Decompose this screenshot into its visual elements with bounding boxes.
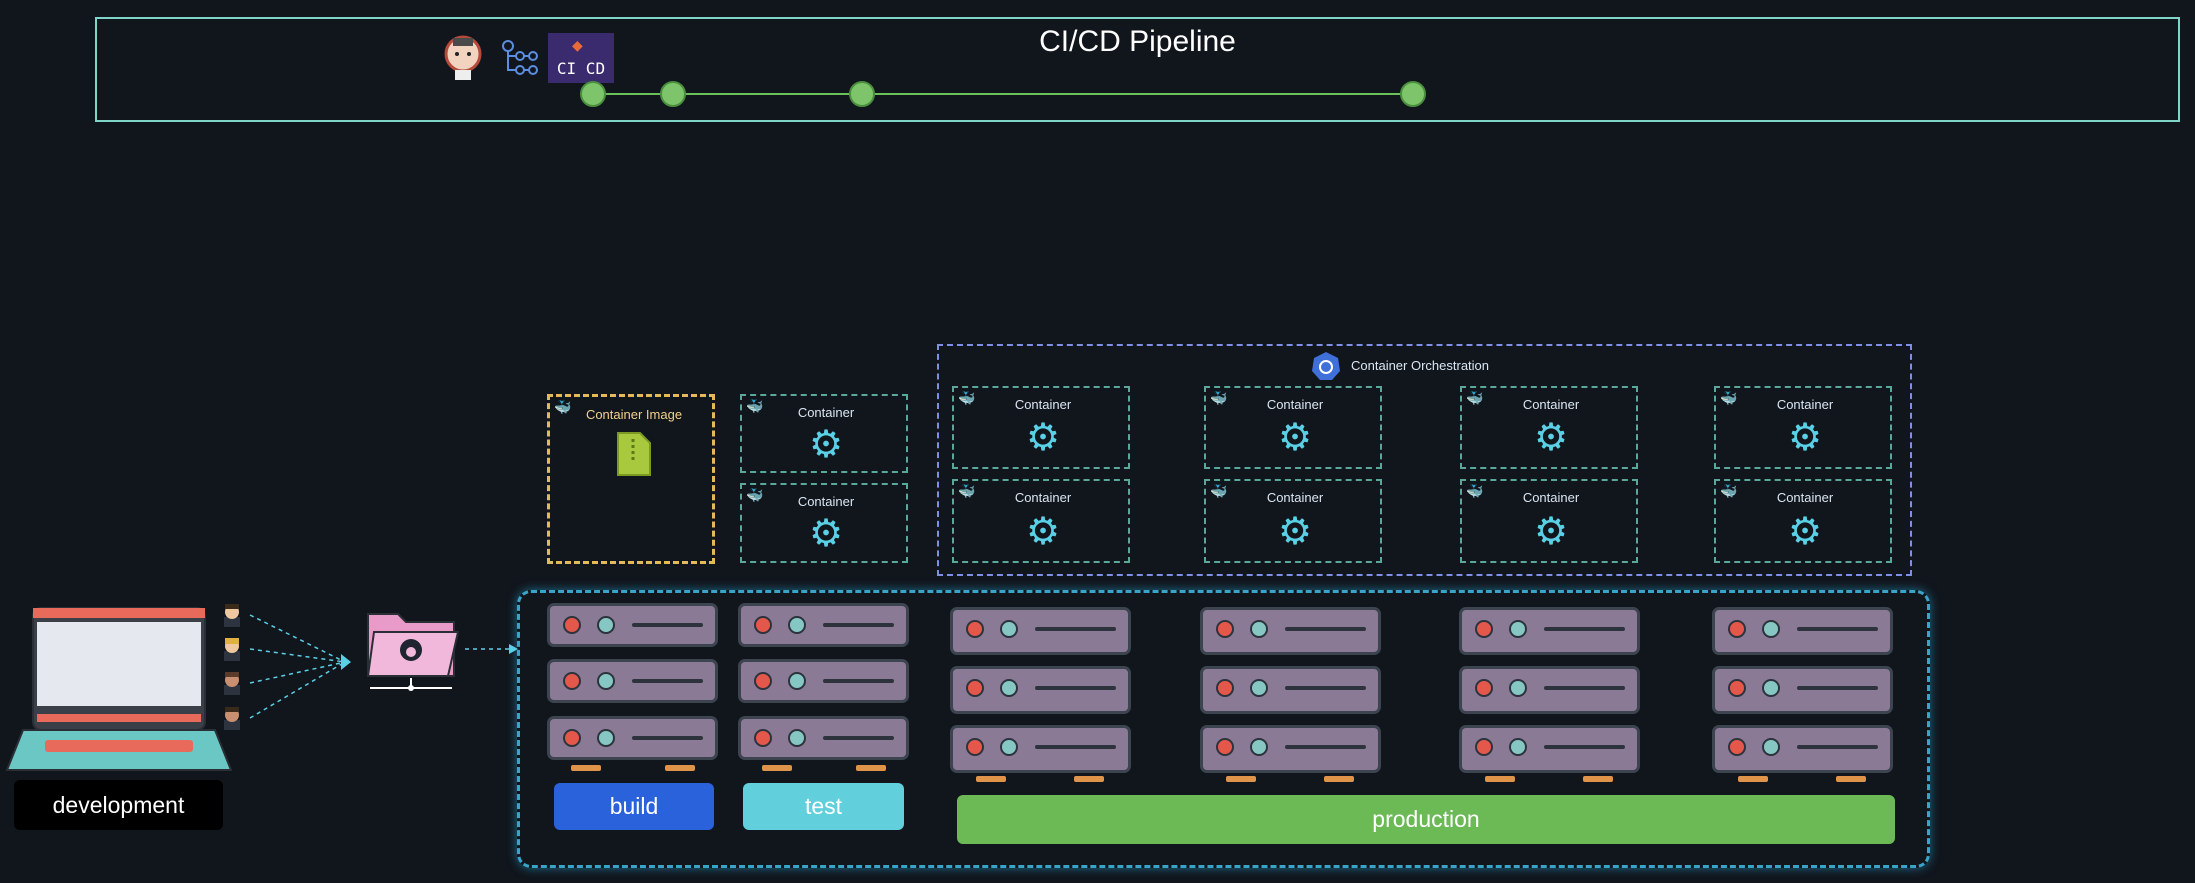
container-box: 🐳 Container ⚙	[952, 479, 1130, 563]
development-label: development	[14, 780, 223, 830]
container-box: 🐳 Container ⚙	[1204, 479, 1382, 563]
laptop-icon	[5, 604, 233, 772]
container-box: 🐳 Container ⚙	[740, 483, 908, 563]
gear-icon: ⚙	[808, 513, 844, 555]
server-unit	[547, 603, 718, 647]
gear-icon: ⚙	[808, 424, 844, 466]
container-image-title: Container Image	[585, 407, 683, 422]
server-unit	[1200, 607, 1381, 655]
gear-icon: ⚙	[1787, 417, 1823, 459]
container-title: Container	[1266, 397, 1324, 412]
production-server-rack	[1200, 607, 1381, 787]
build-stage-label[interactable]: build	[554, 783, 714, 830]
server-unit	[1459, 666, 1640, 714]
jenkins-icon	[443, 32, 483, 82]
docker-whale-icon: 🐳	[746, 487, 764, 503]
gear-icon: ⚙	[1277, 511, 1313, 553]
container-title: Container	[1522, 490, 1580, 505]
gear-icon: ⚙	[1787, 511, 1823, 553]
build-server-rack	[547, 603, 718, 773]
git-folder-icon	[364, 606, 462, 692]
production-stage-label[interactable]: production	[957, 795, 1895, 844]
docker-whale-icon: 🐳	[746, 398, 764, 414]
docker-whale-icon: 🐳	[958, 390, 976, 406]
server-unit	[950, 725, 1131, 773]
production-server-rack	[1459, 607, 1640, 787]
kubernetes-icon	[1311, 351, 1341, 381]
container-orchestration-box	[937, 344, 1912, 576]
test-stage-label[interactable]: test	[743, 783, 904, 830]
docker-whale-icon: 🐳	[554, 399, 572, 415]
container-title: Container	[797, 494, 855, 509]
container-title: Container	[1776, 397, 1834, 412]
pipeline-track	[594, 93, 1414, 95]
container-box: 🐳 Container ⚙	[740, 394, 908, 473]
docker-whale-icon: 🐳	[1466, 483, 1484, 499]
server-unit	[738, 716, 909, 760]
container-box: 🐳 Container ⚙	[1460, 386, 1638, 469]
gear-icon: ⚙	[1025, 511, 1061, 553]
pipeline-stage-node[interactable]	[1400, 81, 1426, 107]
server-unit	[1200, 725, 1381, 773]
cicd-badge-icon: ◆ CI CD	[548, 33, 614, 83]
docker-whale-icon: 🐳	[1720, 390, 1738, 406]
gear-icon: ⚙	[1277, 417, 1313, 459]
server-unit	[738, 659, 909, 703]
container-box: 🐳 Container ⚙	[1714, 479, 1892, 563]
cicd-badge-label: CI CD	[556, 59, 606, 78]
server-unit	[547, 716, 718, 760]
production-server-rack	[1712, 607, 1893, 787]
pipeline-stage-node[interactable]	[849, 81, 875, 107]
container-box: 🐳 Container ⚙	[952, 386, 1130, 469]
container-title: Container	[1266, 490, 1324, 505]
pipeline-panel	[95, 17, 2180, 122]
docker-whale-icon: 🐳	[1210, 483, 1228, 499]
gear-icon: ⚙	[1533, 417, 1569, 459]
container-box: 🐳 Container ⚙	[1460, 479, 1638, 563]
server-infrastructure-frame	[517, 590, 1930, 868]
server-unit	[950, 607, 1131, 655]
docker-whale-icon: 🐳	[1720, 483, 1738, 499]
container-title: Container	[797, 405, 855, 420]
zip-file-icon	[616, 431, 652, 482]
server-unit	[1459, 725, 1640, 773]
production-server-rack	[950, 607, 1131, 787]
container-orchestration-title: Container Orchestration	[1351, 358, 1490, 373]
container-title: Container	[1776, 490, 1834, 505]
container-box: 🐳 Container ⚙	[1204, 386, 1382, 469]
workflow-icon	[500, 38, 542, 80]
server-unit	[547, 659, 718, 703]
pipeline-stage-node[interactable]	[660, 81, 686, 107]
developer-avatar-icon	[219, 636, 245, 662]
developer-avatar-icon	[219, 670, 245, 696]
developer-avatar-icon	[219, 705, 245, 731]
pipeline-title: CI/CD Pipeline	[1039, 25, 1236, 58]
server-unit	[950, 666, 1131, 714]
gear-icon: ⚙	[1025, 417, 1061, 459]
container-title: Container	[1014, 490, 1072, 505]
server-unit	[1459, 607, 1640, 655]
server-unit	[1200, 666, 1381, 714]
gear-icon: ⚙	[1533, 511, 1569, 553]
container-title: Container	[1522, 397, 1580, 412]
container-box: 🐳 Container ⚙	[1714, 386, 1892, 469]
container-title: Container	[1014, 397, 1072, 412]
developer-avatar-icon	[219, 602, 245, 628]
test-server-rack	[738, 603, 909, 773]
docker-whale-icon: 🐳	[1466, 390, 1484, 406]
server-unit	[1712, 666, 1893, 714]
docker-whale-icon: 🐳	[1210, 390, 1228, 406]
container-image-box: 🐳 Container Image	[547, 394, 715, 564]
server-unit	[1712, 725, 1893, 773]
server-unit	[738, 603, 909, 647]
pipeline-stage-node[interactable]	[580, 81, 606, 107]
server-unit	[1712, 607, 1893, 655]
developer-commit-connectors	[245, 600, 525, 740]
docker-whale-icon: 🐳	[958, 483, 976, 499]
